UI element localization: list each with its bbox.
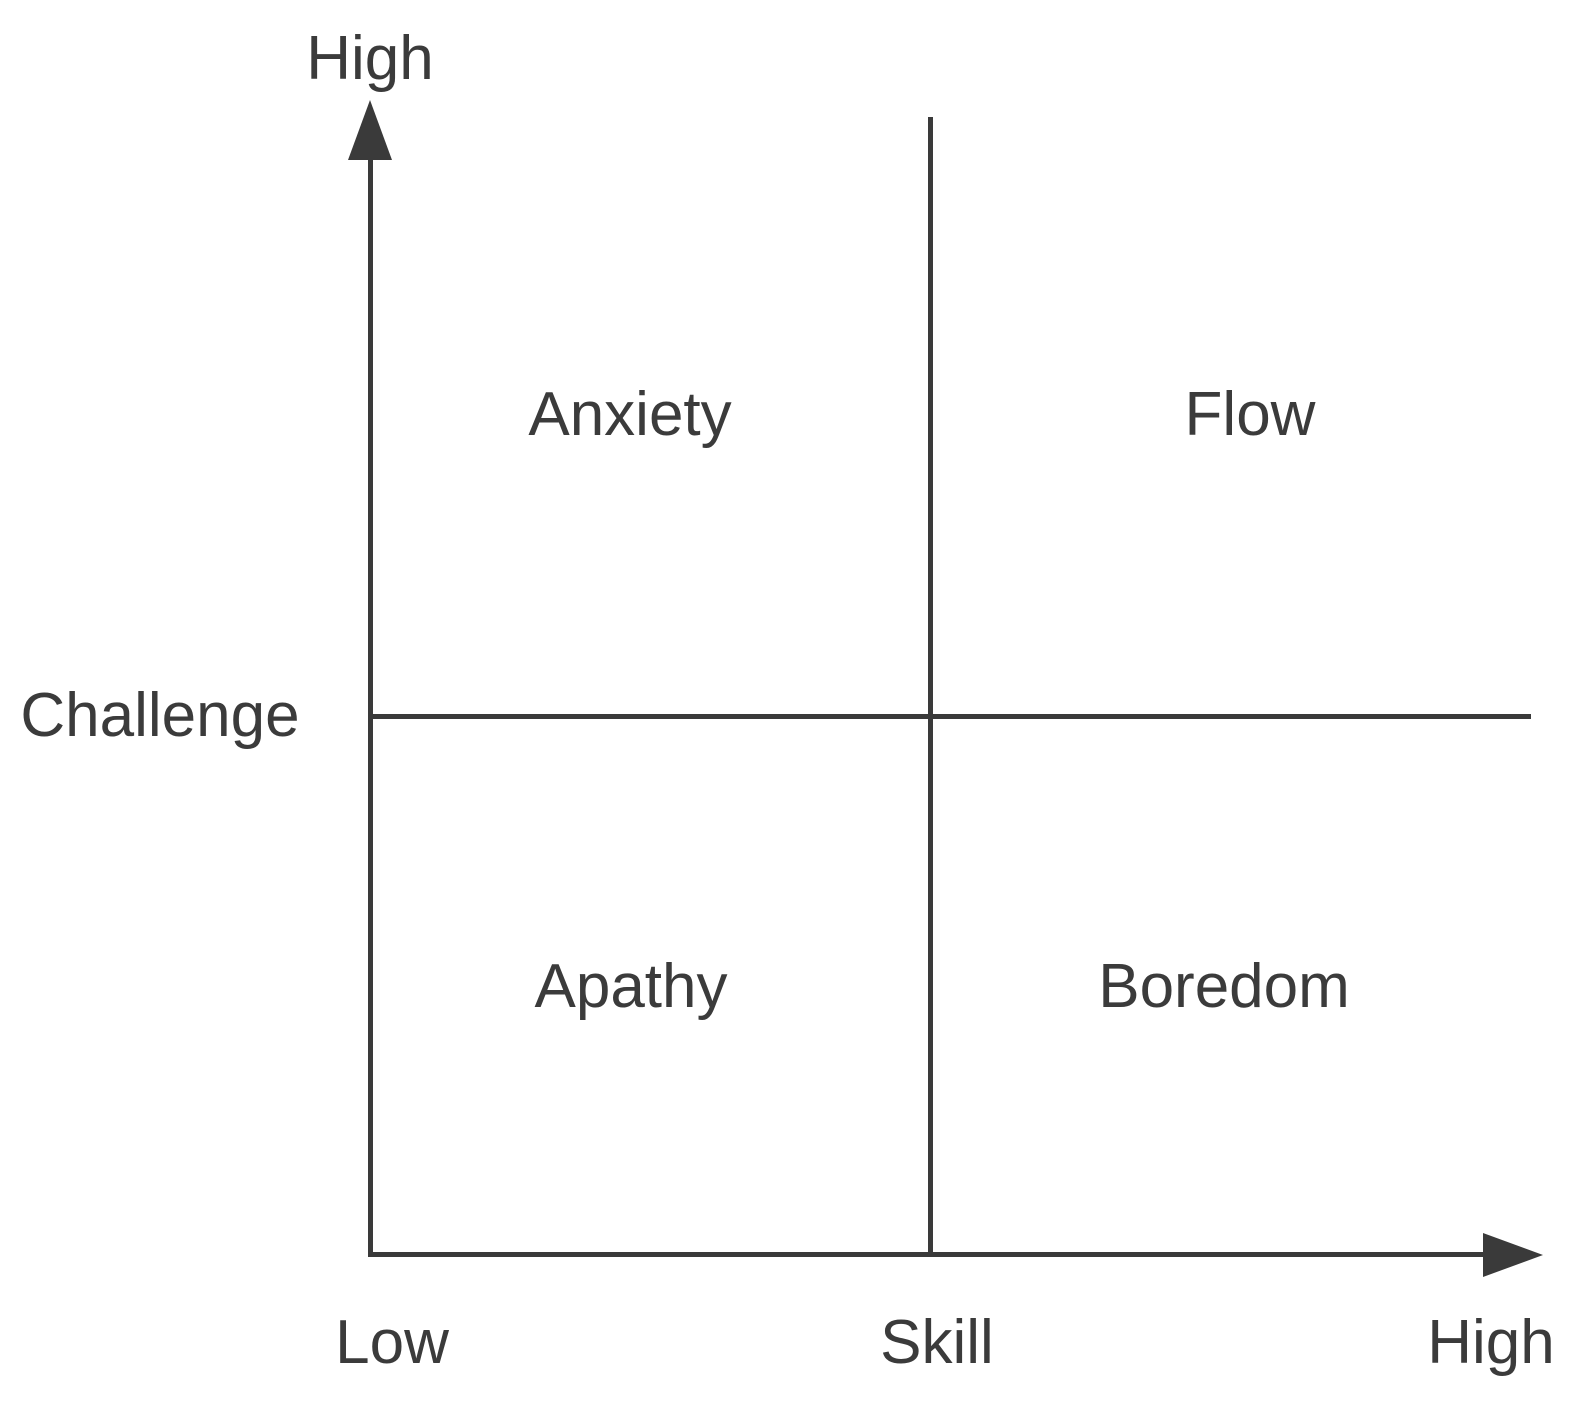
y-axis-title: Challenge: [20, 681, 300, 750]
y-axis-line: [368, 130, 373, 1257]
skill-divider-line: [928, 117, 933, 1257]
x-axis-high-label: High: [1427, 1308, 1555, 1377]
quadrant-label-anxiety: Anxiety: [528, 380, 732, 449]
quadrant-label-apathy: Apathy: [534, 952, 728, 1021]
x-axis-low-label: Low: [335, 1308, 449, 1377]
challenge-divider-line: [368, 714, 1531, 719]
quadrant-label-flow: Flow: [1184, 380, 1316, 449]
x-axis-arrowhead-icon: [1483, 1233, 1543, 1277]
y-axis-high-label: High: [306, 24, 434, 93]
x-axis-title: Skill: [880, 1308, 994, 1377]
y-axis-arrowhead-icon: [348, 100, 392, 160]
quadrant-label-boredom: Boredom: [1098, 952, 1350, 1021]
